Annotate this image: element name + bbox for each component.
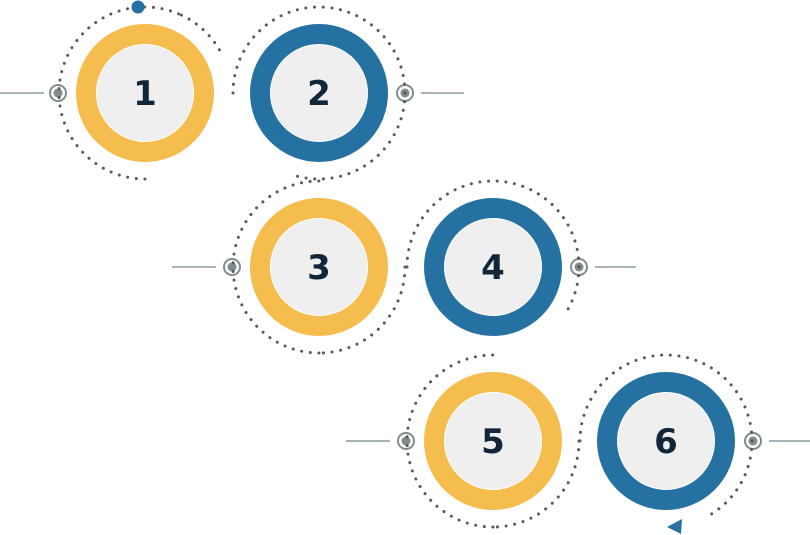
connector-node-core-1 [53,88,63,98]
step-number-3: 3 [307,248,331,288]
step-ring-6 [597,372,735,510]
step-2: 2 [250,24,388,162]
step-inner-circle-5 [445,393,541,489]
steps-layer: 1 2 3 4 5 6 [76,24,735,510]
dotted-arc-10 [491,439,581,529]
step-inner-circle-6 [618,393,714,489]
connector-node-core-5 [401,436,411,446]
step-inner-circle-4 [445,219,541,315]
step-inner-circle-2 [271,45,367,141]
dotted-arc-6 [578,353,754,517]
step-number-5: 5 [481,422,505,462]
step-4: 4 [424,198,562,336]
step-inner-circle-1 [97,45,193,141]
step-ring-3 [250,198,388,336]
markers-layer [131,0,682,534]
step-ring-4 [424,198,562,336]
dotted-arc-9 [565,265,581,312]
step-3: 3 [250,198,388,336]
step-number-1: 1 [133,74,157,114]
step-6: 6 [597,372,735,510]
connectors-layer [0,84,810,450]
dotted-arc-11 [179,13,221,52]
step-1: 1 [76,24,214,162]
dotted-arc-7 [317,265,407,355]
step-number-6: 6 [654,422,678,462]
step-ring-5 [424,372,562,510]
step-inner-circle-3 [271,219,367,315]
step-number-2: 2 [307,74,331,114]
step-5: 5 [424,372,562,510]
step-number-4: 4 [481,248,505,288]
start-marker-dot [131,0,145,14]
step-ring-2 [250,24,388,162]
end-arrow-icon [667,519,682,534]
connector-node-core-3 [227,262,237,272]
step-ring-1 [76,24,214,162]
